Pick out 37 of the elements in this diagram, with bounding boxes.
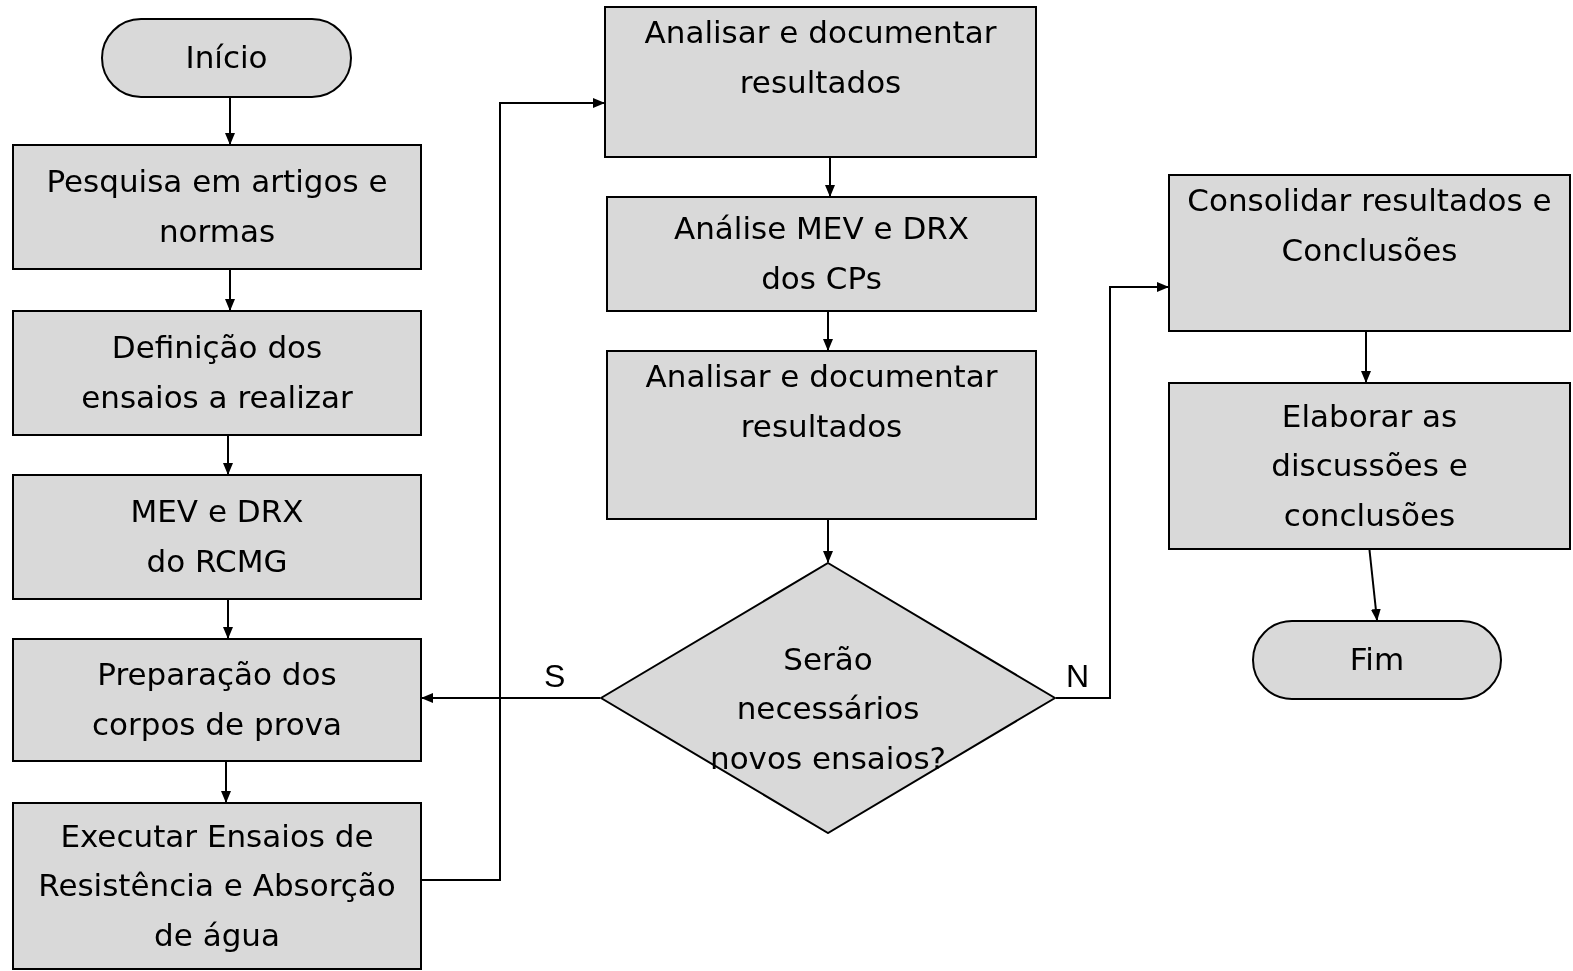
node-text: Análise MEV e DRX dos CPs <box>672 209 971 298</box>
node-text: Analisar e documentar resultados <box>643 13 998 102</box>
process-box <box>12 474 422 600</box>
process-box <box>1168 174 1571 332</box>
process-box <box>1168 382 1571 550</box>
arrow <box>1368 549 1381 621</box>
arrow <box>221 761 231 803</box>
arrow <box>823 311 833 351</box>
node-text: Consolidar resultados e Conclusões <box>1186 181 1553 270</box>
arrow <box>823 519 833 563</box>
process-box <box>12 310 422 436</box>
node-text: Executar Ensaios de Resistência e Absorção de água <box>37 816 397 955</box>
node-text: Fim <box>1349 640 1405 680</box>
process-box <box>606 350 1037 520</box>
decision-diamond <box>600 562 1056 834</box>
process-box <box>12 802 422 970</box>
node-text: Definição dos ensaios a realizar <box>80 328 354 417</box>
arrow <box>825 157 835 197</box>
arrow <box>225 269 235 311</box>
arrow <box>1055 282 1169 699</box>
node-text: Elaborar as discussões e conclusões <box>1270 396 1469 535</box>
node-text: Serão necessários novos ensaios? <box>709 639 947 778</box>
node-text: Preparação dos corpos de prova <box>90 655 344 744</box>
process-box <box>12 144 422 270</box>
process-box <box>606 196 1037 312</box>
process-box <box>12 638 422 762</box>
arrow <box>225 97 235 145</box>
arrow <box>1361 331 1371 383</box>
arrow <box>223 435 233 475</box>
arrow <box>223 599 233 639</box>
node-text: Pesquisa em artigos e normas <box>45 162 389 251</box>
arrow <box>421 98 605 881</box>
arrow <box>421 693 601 703</box>
process-box <box>604 6 1037 158</box>
node-text: MEV e DRX do RCMG <box>129 492 305 581</box>
node-text: Analisar e documentar resultados <box>644 357 999 446</box>
node-text: Início <box>185 38 268 78</box>
